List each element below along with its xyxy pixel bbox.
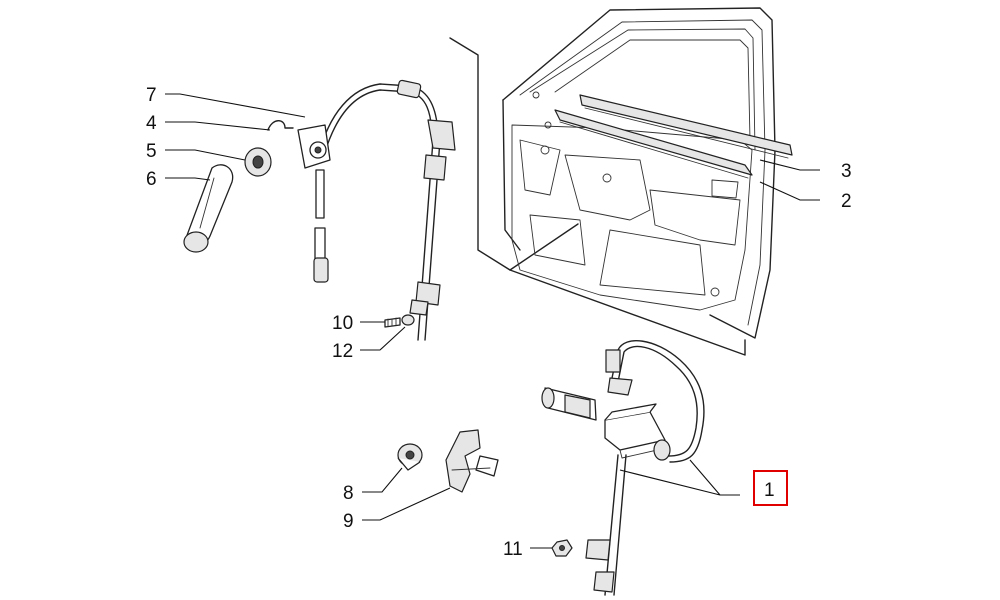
window-crank-handle-part: [183, 164, 234, 253]
callout-3: 3: [841, 161, 852, 182]
glass-run-channel-2: [554, 109, 753, 176]
bracket-clip-part: [445, 429, 499, 493]
left-regulator-illustration: [297, 79, 456, 341]
callout-4: 4: [146, 113, 157, 134]
callout-7: 7: [146, 85, 157, 106]
callout-10: 10: [332, 313, 353, 334]
leader-line-1: [619, 459, 740, 496]
callout-5: 5: [146, 141, 157, 162]
callout-8: 8: [343, 483, 354, 504]
window-regulator-assembly: [541, 340, 705, 596]
nut-part: [551, 539, 573, 557]
callout-1: 1: [764, 480, 775, 501]
screw-part: [384, 317, 401, 328]
callout-1-highlight-box: [753, 470, 788, 506]
leader-line-8: [362, 467, 403, 493]
leader-line-4: [165, 121, 271, 131]
callout-12: 12: [332, 341, 353, 362]
leader-line-7: [165, 93, 306, 118]
callout-6: 6: [146, 169, 157, 190]
leader-line-9: [362, 487, 451, 521]
leader-line-6: [165, 177, 211, 181]
grommet-part: [397, 443, 423, 471]
spring-clip-part: [267, 120, 294, 131]
leader-line-2: [759, 181, 820, 201]
washer-part: [401, 314, 415, 326]
callout-2: 2: [841, 191, 852, 212]
leader-line-3: [759, 159, 820, 171]
door-panel-illustration: [449, 7, 793, 356]
callout-11: 11: [503, 539, 523, 560]
glass-run-channel-3: [579, 94, 793, 156]
leader-line-12: [360, 326, 406, 351]
escutcheon-washer-part: [244, 147, 272, 177]
leader-line-5: [165, 149, 246, 161]
callout-9: 9: [343, 511, 354, 532]
